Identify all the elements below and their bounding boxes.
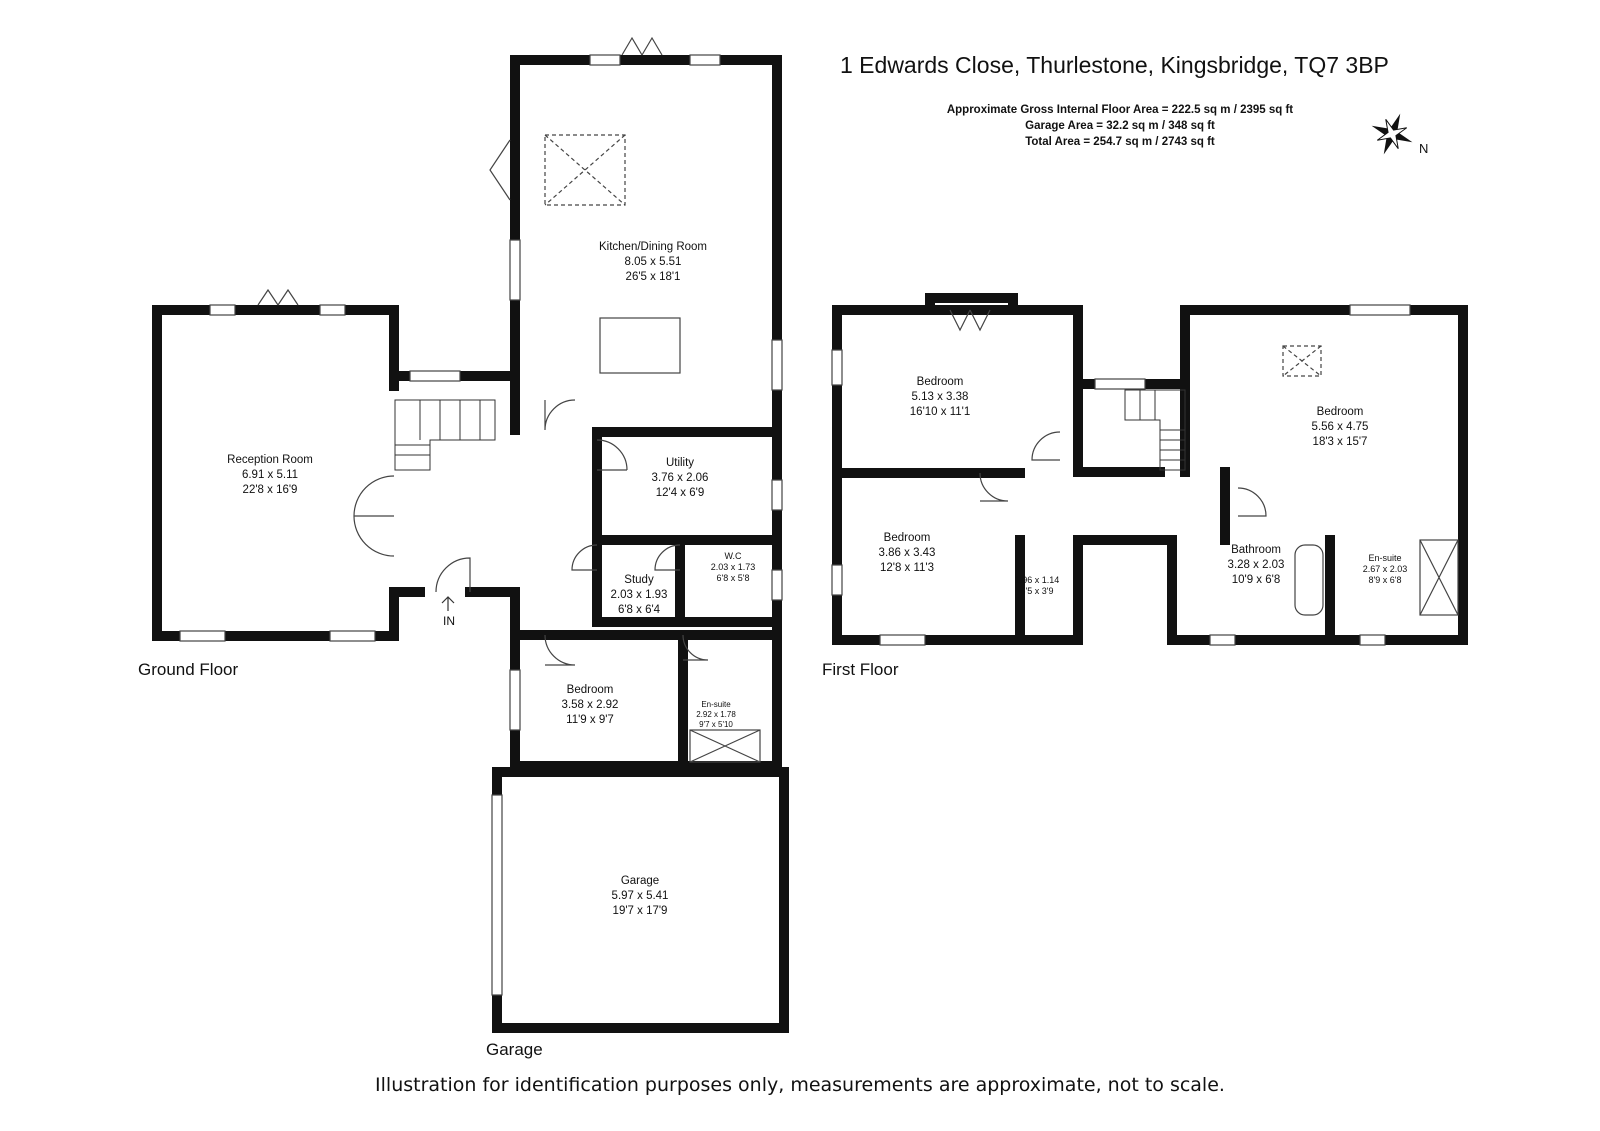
room-ff-ensuite: En-suite 2.67 x 2.03 8'9 x 6'8 (1363, 553, 1408, 586)
disclaimer: Illustration for identification purposes… (375, 1074, 1225, 1096)
room-ff-bedroom-3: Bedroom 5.56 x 4.75 18'3 x 15'7 (1312, 405, 1369, 450)
room-garage: Garage 5.97 x 5.41 19'7 x 17'9 (612, 874, 669, 919)
room-imperial: 26'5 x 18'1 (625, 271, 681, 283)
door-kitchen-side (489, 139, 511, 201)
room-metric: 3.28 x 2.03 (1227, 559, 1285, 571)
room-ff-cupboard: 1.96 x 1.14 6'5 x 3'9 (1015, 575, 1060, 597)
hall-lower-wall (389, 587, 520, 635)
room-imperial: 10'9 x 6'8 (1231, 574, 1281, 586)
room-imperial: 16'10 x 11'1 (909, 406, 971, 418)
entrance-arrow-icon (441, 596, 455, 611)
garage-area: Garage Area = 32.2 sq m / 348 sq ft (1025, 120, 1215, 132)
room-bathroom: Bathroom 3.28 x 2.03 10'9 x 6'8 (1228, 543, 1285, 588)
room-reception: Reception Room 6.91 x 5.11 22'8 x 16'9 (227, 453, 313, 498)
door-utility (596, 439, 628, 471)
room-name: En-suite (1368, 553, 1402, 563)
room-wc: W.C 2.03 x 1.73 6'8 x 5'8 (711, 551, 756, 584)
ff-stairs (1124, 389, 1186, 471)
room-imperial: 8'9 x 6'8 (1368, 575, 1402, 585)
room-metric: 8.05 x 5.51 (624, 256, 682, 268)
door-ff-bed1 (1031, 431, 1061, 461)
door-wc (654, 544, 681, 571)
ff-shower (1419, 539, 1459, 616)
room-study: Study 2.03 x 1.93 6'8 x 6'4 (611, 573, 668, 618)
room-metric: 3.86 x 3.43 (878, 547, 936, 559)
door-kitchen-patio (621, 36, 663, 56)
room-name: Bedroom (883, 532, 931, 544)
bath-tub (1294, 544, 1324, 616)
door-ff-bed2 (979, 472, 1009, 502)
gf-shower (689, 729, 761, 763)
kitchen-island (599, 317, 681, 374)
room-metric: 2.92 x 1.78 (696, 710, 736, 719)
room-metric: 5.56 x 4.75 (1311, 421, 1369, 433)
entrance-label: IN (443, 614, 455, 628)
first-floor-inner (832, 305, 1335, 645)
room-name: En-suite (701, 700, 731, 709)
room-imperial: 18'3 x 15'7 (1312, 436, 1368, 448)
room-imperial: 12'4 x 6'9 (655, 487, 705, 499)
room-metric: 2.03 x 1.93 (610, 589, 668, 601)
room-name: Utility (665, 457, 695, 469)
room-name: Reception Room (227, 454, 313, 466)
total-area: Total Area = 254.7 sq m / 2743 sq ft (1025, 136, 1215, 148)
room-ff-bedroom-1: Bedroom 5.13 x 3.38 16'10 x 11'1 (910, 375, 970, 420)
room-name: Bedroom (916, 376, 964, 388)
room-gf-ensuite: En-suite 2.92 x 1.78 9'7 x 5'10 (696, 700, 736, 730)
room-imperial: 6'8 x 6'4 (617, 604, 661, 616)
utility-walls (592, 427, 782, 627)
first-floor-label: First Floor (822, 660, 899, 679)
property-address: 1 Edwards Close, Thurlestone, Kingsbridg… (840, 52, 1389, 78)
room-metric: 5.13 x 3.38 (911, 391, 969, 403)
room-metric: 1.96 x 1.14 (1014, 575, 1060, 585)
door-kitchen-hall (544, 399, 576, 431)
reception-walls (152, 305, 399, 641)
garage-floor-label: Garage (486, 1040, 543, 1059)
room-utility: Utility 3.76 x 2.06 12'4 x 6'9 (652, 456, 709, 501)
room-name: Kitchen/Dining Room (598, 241, 708, 253)
gf-stairs (394, 399, 496, 471)
room-gf-bedroom: Bedroom 3.58 x 2.92 11'9 x 9'7 (562, 683, 619, 728)
room-metric: 6.91 x 5.11 (241, 469, 299, 481)
door-entrance (435, 557, 471, 593)
room-metric: 5.97 x 5.41 (611, 890, 669, 902)
room-metric: 3.58 x 2.92 (561, 699, 619, 711)
first-floor-bump (925, 293, 1018, 315)
door-study (571, 544, 598, 571)
room-metric: 3.76 x 2.06 (651, 472, 709, 484)
room-ff-bedroom-2: Bedroom 3.86 x 3.43 12'8 x 11'3 (879, 531, 936, 576)
room-kitchen: Kitchen/Dining Room 8.05 x 5.51 26'5 x 1… (599, 240, 707, 285)
room-name: W.C (724, 551, 742, 561)
room-imperial: 12'8 x 11'3 (879, 562, 935, 574)
gross-area: Approximate Gross Internal Floor Area = … (946, 104, 1294, 116)
compass-icon (1371, 113, 1413, 155)
door-ensuite (682, 634, 709, 661)
room-metric: 2.67 x 2.03 (1362, 564, 1408, 574)
room-imperial: 9'7 x 5'10 (699, 720, 733, 729)
room-imperial: 11'9 x 9'7 (566, 714, 614, 726)
door-reception-hall (353, 475, 395, 557)
ground-floor-label: Ground Floor (138, 660, 239, 679)
door-bedroom (544, 634, 576, 666)
room-name: Bathroom (1231, 544, 1281, 556)
area-summary: Approximate Gross Internal Floor Area = … (900, 102, 1340, 150)
door-ff-bed3 (1237, 487, 1267, 517)
room-imperial: 6'5 x 3'9 (1020, 586, 1054, 596)
room-name: Garage (620, 875, 660, 887)
room-name: Study (624, 574, 654, 586)
room-imperial: 19'7 x 17'9 (612, 905, 668, 917)
ff-skylight (1282, 345, 1322, 377)
room-metric: 2.03 x 1.73 (710, 562, 756, 572)
compass-north-label: N (1419, 141, 1429, 156)
gf-bedroom-walls (510, 625, 782, 771)
room-name: Bedroom (1316, 406, 1364, 418)
room-imperial: 6'8 x 5'8 (716, 573, 750, 583)
room-name: Bedroom (566, 684, 614, 696)
door-reception-patio (257, 288, 299, 306)
room-imperial: 22'8 x 16'9 (242, 484, 298, 496)
door-ff-bed1-patio (949, 309, 991, 332)
kitchen-skylight (544, 134, 626, 206)
